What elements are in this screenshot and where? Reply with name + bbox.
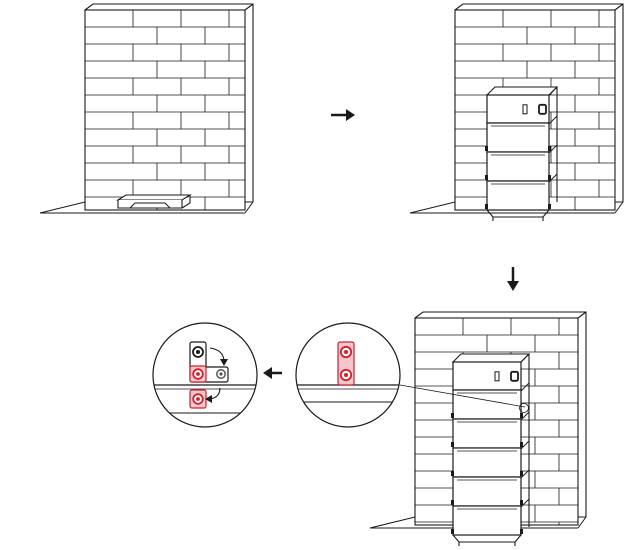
curved-arrow-icon bbox=[209, 347, 228, 366]
battery-module bbox=[452, 476, 522, 507]
curved-arrow-icon bbox=[205, 387, 221, 403]
detail-terminal-plate bbox=[295, 322, 401, 428]
terminal-bolt-icon bbox=[339, 368, 353, 382]
stack-base bbox=[486, 209, 550, 221]
battery-module bbox=[486, 180, 550, 211]
switch-icon bbox=[538, 103, 547, 115]
battery-module bbox=[486, 122, 550, 153]
indicator-icon bbox=[494, 371, 500, 382]
terminal-bolt-icon bbox=[192, 393, 204, 405]
indicator-icon bbox=[522, 104, 528, 115]
step-2-wall-with-battery-stack bbox=[409, 3, 624, 221]
battery-stack bbox=[451, 353, 531, 546]
mounting-base bbox=[116, 194, 192, 209]
terminal-bolt-icon bbox=[216, 369, 226, 379]
arrow-right-icon bbox=[331, 109, 355, 121]
brick-wall bbox=[84, 3, 254, 211]
battery-stack bbox=[485, 86, 559, 221]
step-3-wall-with-full-stack bbox=[369, 311, 587, 546]
terminal-bolt-icon bbox=[192, 368, 204, 380]
battery-module bbox=[452, 447, 522, 478]
stack-base bbox=[452, 534, 522, 546]
battery-module bbox=[452, 418, 522, 449]
detail-callout-line bbox=[399, 384, 529, 413]
arrow-left-icon bbox=[263, 367, 282, 379]
switch-icon bbox=[510, 370, 519, 382]
battery-module bbox=[486, 151, 550, 182]
terminal-bolt-icon bbox=[339, 345, 353, 359]
battery-module bbox=[452, 505, 522, 536]
detail-connection-plate bbox=[152, 322, 258, 428]
step-1-wall-with-base bbox=[39, 3, 254, 214]
terminal-bolt-icon bbox=[192, 346, 204, 358]
bms-top-module bbox=[452, 361, 522, 391]
arrow-down-icon bbox=[507, 267, 519, 291]
